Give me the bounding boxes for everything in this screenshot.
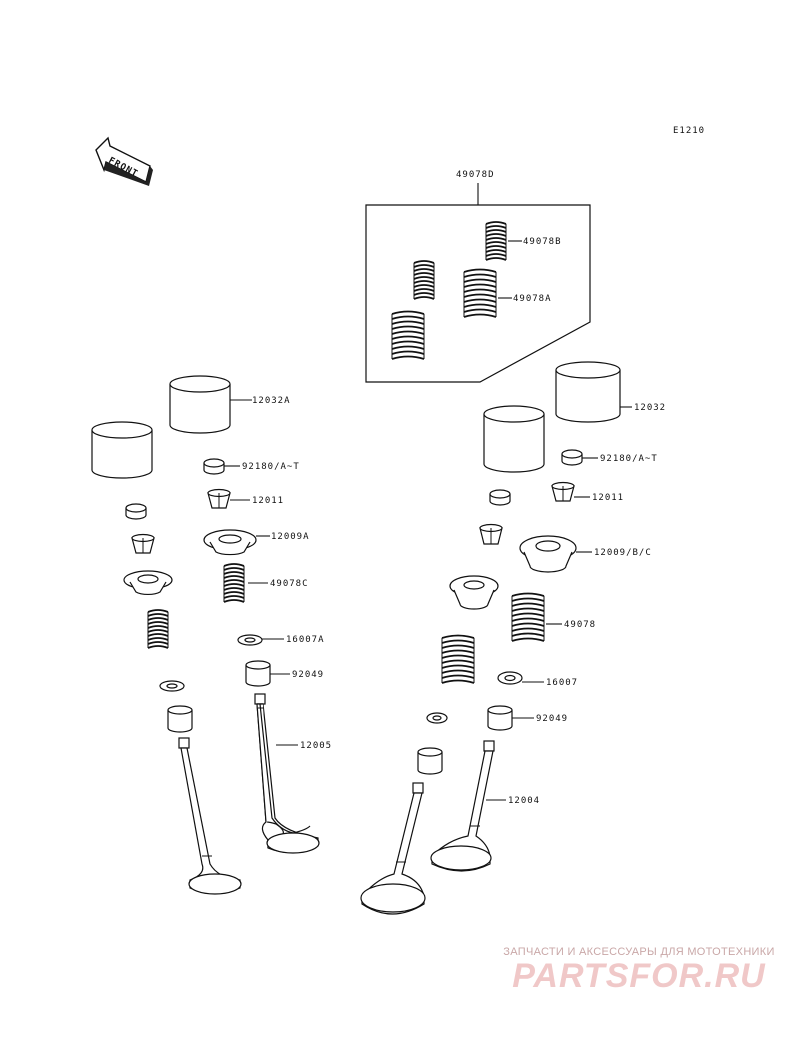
watermark-logo: PARTSFOR.RU: [512, 957, 766, 995]
watermark-tagline: ЗАПЧАСТИ И АКСЕССУАРЫ ДЛЯ МОТОТЕХНИКИ: [503, 946, 775, 958]
seat-a: [237, 634, 263, 646]
shim-left: [125, 503, 147, 520]
label-seal: 92049: [536, 714, 568, 724]
valve-in-left: [360, 782, 426, 915]
shim-right-lower: [489, 489, 511, 506]
label-retainer-a: 12009A: [271, 532, 310, 542]
kit-spring-small: [413, 260, 435, 300]
label-kit: 49078D: [456, 170, 495, 180]
seal-right-lower: [417, 747, 443, 775]
label-shim: 92180/A~T: [600, 454, 658, 464]
retainer-a: [203, 529, 257, 556]
label-valve-ex: 12005: [300, 741, 332, 751]
label-lifter: 12032: [634, 403, 666, 413]
cotter-a: [207, 488, 231, 509]
cotter: [551, 481, 575, 502]
valve-ex-right: [254, 693, 320, 854]
spring-c: [223, 563, 245, 603]
seat-right-lower: [426, 712, 448, 724]
kit-spring-a: [463, 268, 497, 318]
shim-a: [203, 458, 225, 475]
seal: [487, 705, 513, 731]
label-seat: 16007: [546, 678, 578, 688]
label-spring-a: 49078A: [513, 294, 552, 304]
front-arrow-icon: FRONT: [95, 136, 153, 186]
retainer: [519, 535, 577, 573]
seal-a: [245, 660, 271, 687]
diagram-code: E1210: [673, 126, 705, 136]
kit-spring-large: [391, 310, 425, 360]
spring-kit-box: 49078D 49078B 49078A: [365, 170, 591, 383]
spring-left: [147, 609, 169, 649]
lifter: [555, 361, 621, 423]
label-spring: 49078: [564, 620, 596, 630]
label-cotter-a: 12011: [252, 496, 284, 506]
valve-ex-left: [178, 737, 242, 895]
shim: [561, 449, 583, 466]
retainer-left: [123, 570, 173, 596]
label-cotter: 12011: [592, 493, 624, 503]
label-seal-a: 92049: [292, 670, 324, 680]
retainer-right-lower: [449, 575, 499, 610]
right-assembly: 12032 92180/A~T 12011: [360, 361, 666, 915]
seat-left: [159, 680, 185, 692]
label-seat-a: 16007A: [286, 635, 325, 645]
lifter-left: [91, 421, 153, 479]
left-assembly: 12032A 92180/A~T 12011: [91, 375, 332, 895]
label-lifter-a: 12032A: [252, 396, 291, 406]
seal-left: [167, 705, 193, 733]
seat: [497, 671, 523, 685]
label-retainer: 12009/B/C: [594, 548, 652, 558]
cotter-left: [131, 533, 155, 554]
cotter-right-lower: [479, 523, 503, 545]
valve-in-right: [430, 740, 495, 872]
lifter-a: [169, 375, 231, 434]
spring: [511, 592, 545, 642]
spring-right-lower: [441, 634, 475, 684]
label-valve-in: 12004: [508, 796, 540, 806]
label-shim-a: 92180/A~T: [242, 462, 300, 472]
kit-spring-b: [485, 221, 507, 261]
label-spring-c: 49078C: [270, 579, 309, 589]
watermark: ЗАПЧАСТИ И АКСЕССУАРЫ ДЛЯ МОТОТЕХНИКИ PA…: [484, 946, 794, 994]
label-spring-b: 49078B: [523, 237, 562, 247]
lifter-right-lower: [483, 405, 545, 473]
